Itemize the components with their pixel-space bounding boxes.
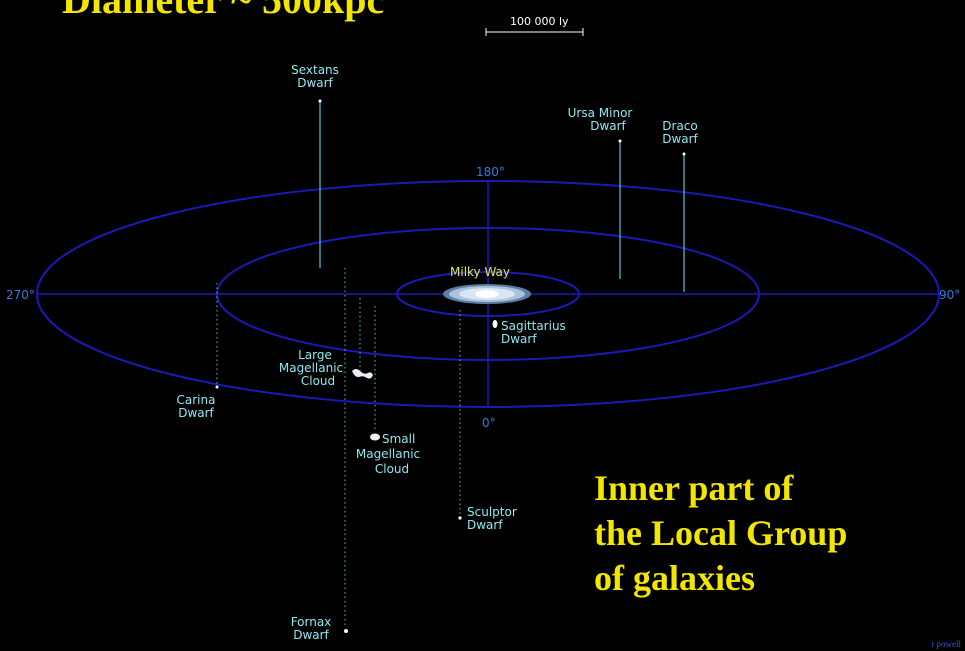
- carina-label-line1: Carina: [177, 393, 216, 407]
- caption-line: the Local Group: [594, 513, 848, 553]
- ursa-minor-label-line2: Dwarf: [590, 119, 626, 133]
- sculptor-label-line2: Dwarf: [467, 518, 503, 532]
- milky-way: Milky Way: [443, 265, 531, 304]
- smc-label-line3: Cloud: [375, 462, 409, 476]
- scale-bar-label: 100 000 ly: [510, 15, 569, 28]
- page-title: Diameter ~ 500kpc: [62, 0, 384, 23]
- sagittarius-label-line1: Sagittarius: [501, 319, 566, 333]
- caption-line: Inner part of: [594, 468, 794, 508]
- carina-label-line2: Dwarf: [178, 406, 214, 420]
- sextans-label-line2: Dwarf: [297, 76, 333, 90]
- diagram-caption: Inner part of the Local Group of galaxie…: [594, 466, 847, 601]
- sculptor-label-line1: Sculptor: [467, 505, 517, 519]
- carina-dwarf: Carina Dwarf: [177, 283, 219, 420]
- draco-label-line1: Draco: [662, 119, 697, 133]
- caption-line: of galaxies: [594, 558, 755, 598]
- large-magellanic-cloud: Large Magellanic Cloud: [279, 298, 373, 388]
- fornax-label-line2: Dwarf: [293, 628, 329, 642]
- ursa-minor-label-line1: Ursa Minor: [568, 106, 633, 120]
- sagittarius-dwarf: Sagittarius Dwarf: [492, 319, 566, 346]
- lmc-label-line3: Cloud: [301, 374, 335, 388]
- draco-label-line2: Dwarf: [662, 132, 698, 146]
- sextans-label-line1: Sextans: [291, 63, 339, 77]
- sagittarius-label-line2: Dwarf: [501, 332, 537, 346]
- degree-label-bottom: 0°: [482, 416, 496, 430]
- ursa-minor-dwarf: Ursa Minor Dwarf: [568, 106, 633, 279]
- milky-way-label: Milky Way: [450, 265, 510, 279]
- degree-label-top: 180°: [476, 165, 505, 179]
- lmc-label-line2: Magellanic: [279, 361, 343, 375]
- fornax-label-line1: Fornax: [291, 615, 332, 629]
- sculptor-dwarf: Sculptor Dwarf: [458, 310, 517, 532]
- lmc-label-line1: Large: [298, 348, 332, 362]
- smc-label-line2: Magellanic: [356, 447, 420, 461]
- degree-label-left: 270°: [6, 288, 35, 302]
- smc-label-line1: Small: [382, 432, 415, 446]
- fornax-dwarf: Fornax Dwarf: [291, 268, 348, 642]
- small-magellanic-cloud: Small Magellanic Cloud: [356, 306, 420, 476]
- scale-bar: 100 000 ly: [485, 15, 584, 36]
- degree-label-right: 90°: [939, 288, 960, 302]
- image-credit: r powell: [931, 639, 961, 649]
- sextans-dwarf: Sextans Dwarf: [291, 63, 339, 268]
- draco-dwarf: Draco Dwarf: [662, 119, 699, 292]
